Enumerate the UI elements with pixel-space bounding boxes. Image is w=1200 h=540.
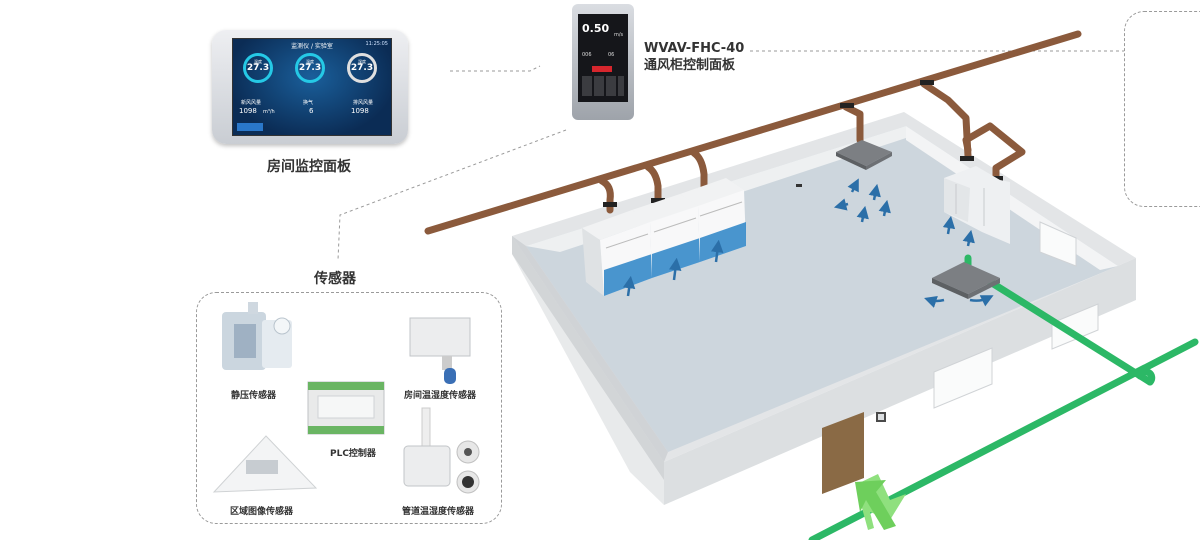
gauge-3: 湿度 27.3 bbox=[347, 53, 377, 83]
gauge-label: 温度 bbox=[306, 59, 314, 64]
sensor-label-area-image: 区域图像传感器 bbox=[230, 507, 294, 517]
door bbox=[822, 412, 864, 494]
gauge-value: 27.3 bbox=[350, 63, 374, 73]
left-value: 006 bbox=[582, 52, 592, 58]
sensor-label-plc: PLC控制器 bbox=[330, 449, 376, 459]
sensor-group-box bbox=[196, 292, 502, 524]
controller-name: 通风柜控制面板 bbox=[644, 58, 736, 73]
entry-arrow-icon bbox=[855, 474, 906, 530]
gauge-value: 27.3 bbox=[298, 63, 322, 73]
face-velocity-value: 0.50 bbox=[582, 22, 610, 35]
control-keys bbox=[582, 76, 624, 96]
stat-label: 换气 bbox=[303, 100, 314, 106]
sensor-illustrations bbox=[212, 302, 480, 494]
ceiling-diffusers bbox=[836, 140, 1000, 299]
face-velocity-unit: m/s bbox=[614, 32, 624, 38]
room-monitor-screen: 监测仪 / 实验室 11:25:05 温度 27.3 温度 27.3 湿度 27… bbox=[232, 38, 392, 136]
stat-label: 排风风量 bbox=[353, 100, 374, 106]
sensor-label-duct-temp-humidity: 管道温湿度传感器 bbox=[402, 507, 475, 517]
controller-model: WVAV-FHC-40 bbox=[644, 41, 745, 56]
gauge-1: 温度 27.3 bbox=[243, 53, 273, 83]
duct-system bbox=[424, 30, 1082, 235]
airflow-arrows bbox=[622, 178, 994, 308]
stat-value: 1098 bbox=[351, 107, 369, 115]
ceiling-sensor bbox=[796, 184, 802, 187]
stat-value: 6 bbox=[309, 107, 314, 115]
gauge-label: 温度 bbox=[254, 59, 262, 64]
alarm-indicator bbox=[592, 66, 612, 72]
sensor-group-title: 传感器 bbox=[314, 271, 356, 287]
gauge-value: 27.3 bbox=[246, 63, 270, 73]
screen-button bbox=[237, 123, 263, 131]
sensor-label-room-temp-humidity: 房间温湿度传感器 bbox=[404, 391, 477, 401]
gauge-label: 湿度 bbox=[358, 59, 366, 64]
sensor-label-static-pressure: 静压传感器 bbox=[231, 391, 277, 401]
room-panel-label: 房间监控面板 bbox=[267, 159, 351, 175]
fume-hoods bbox=[582, 166, 1010, 296]
info-box-right bbox=[1124, 11, 1200, 207]
connector-lines bbox=[337, 50, 1124, 261]
screen-header: 监测仪 / 实验室 bbox=[291, 43, 333, 50]
screen-time: 11:25:05 bbox=[365, 41, 388, 47]
unit-label: m³/h bbox=[263, 109, 275, 115]
stat-label: 新风风量 bbox=[241, 100, 262, 106]
gauge-2: 温度 27.3 bbox=[295, 53, 325, 83]
fume-hood-controller-screen: 0.50 m/s 006 06 bbox=[578, 14, 628, 102]
stat-value: 1098 bbox=[239, 107, 257, 115]
right-value: 06 bbox=[608, 52, 615, 58]
